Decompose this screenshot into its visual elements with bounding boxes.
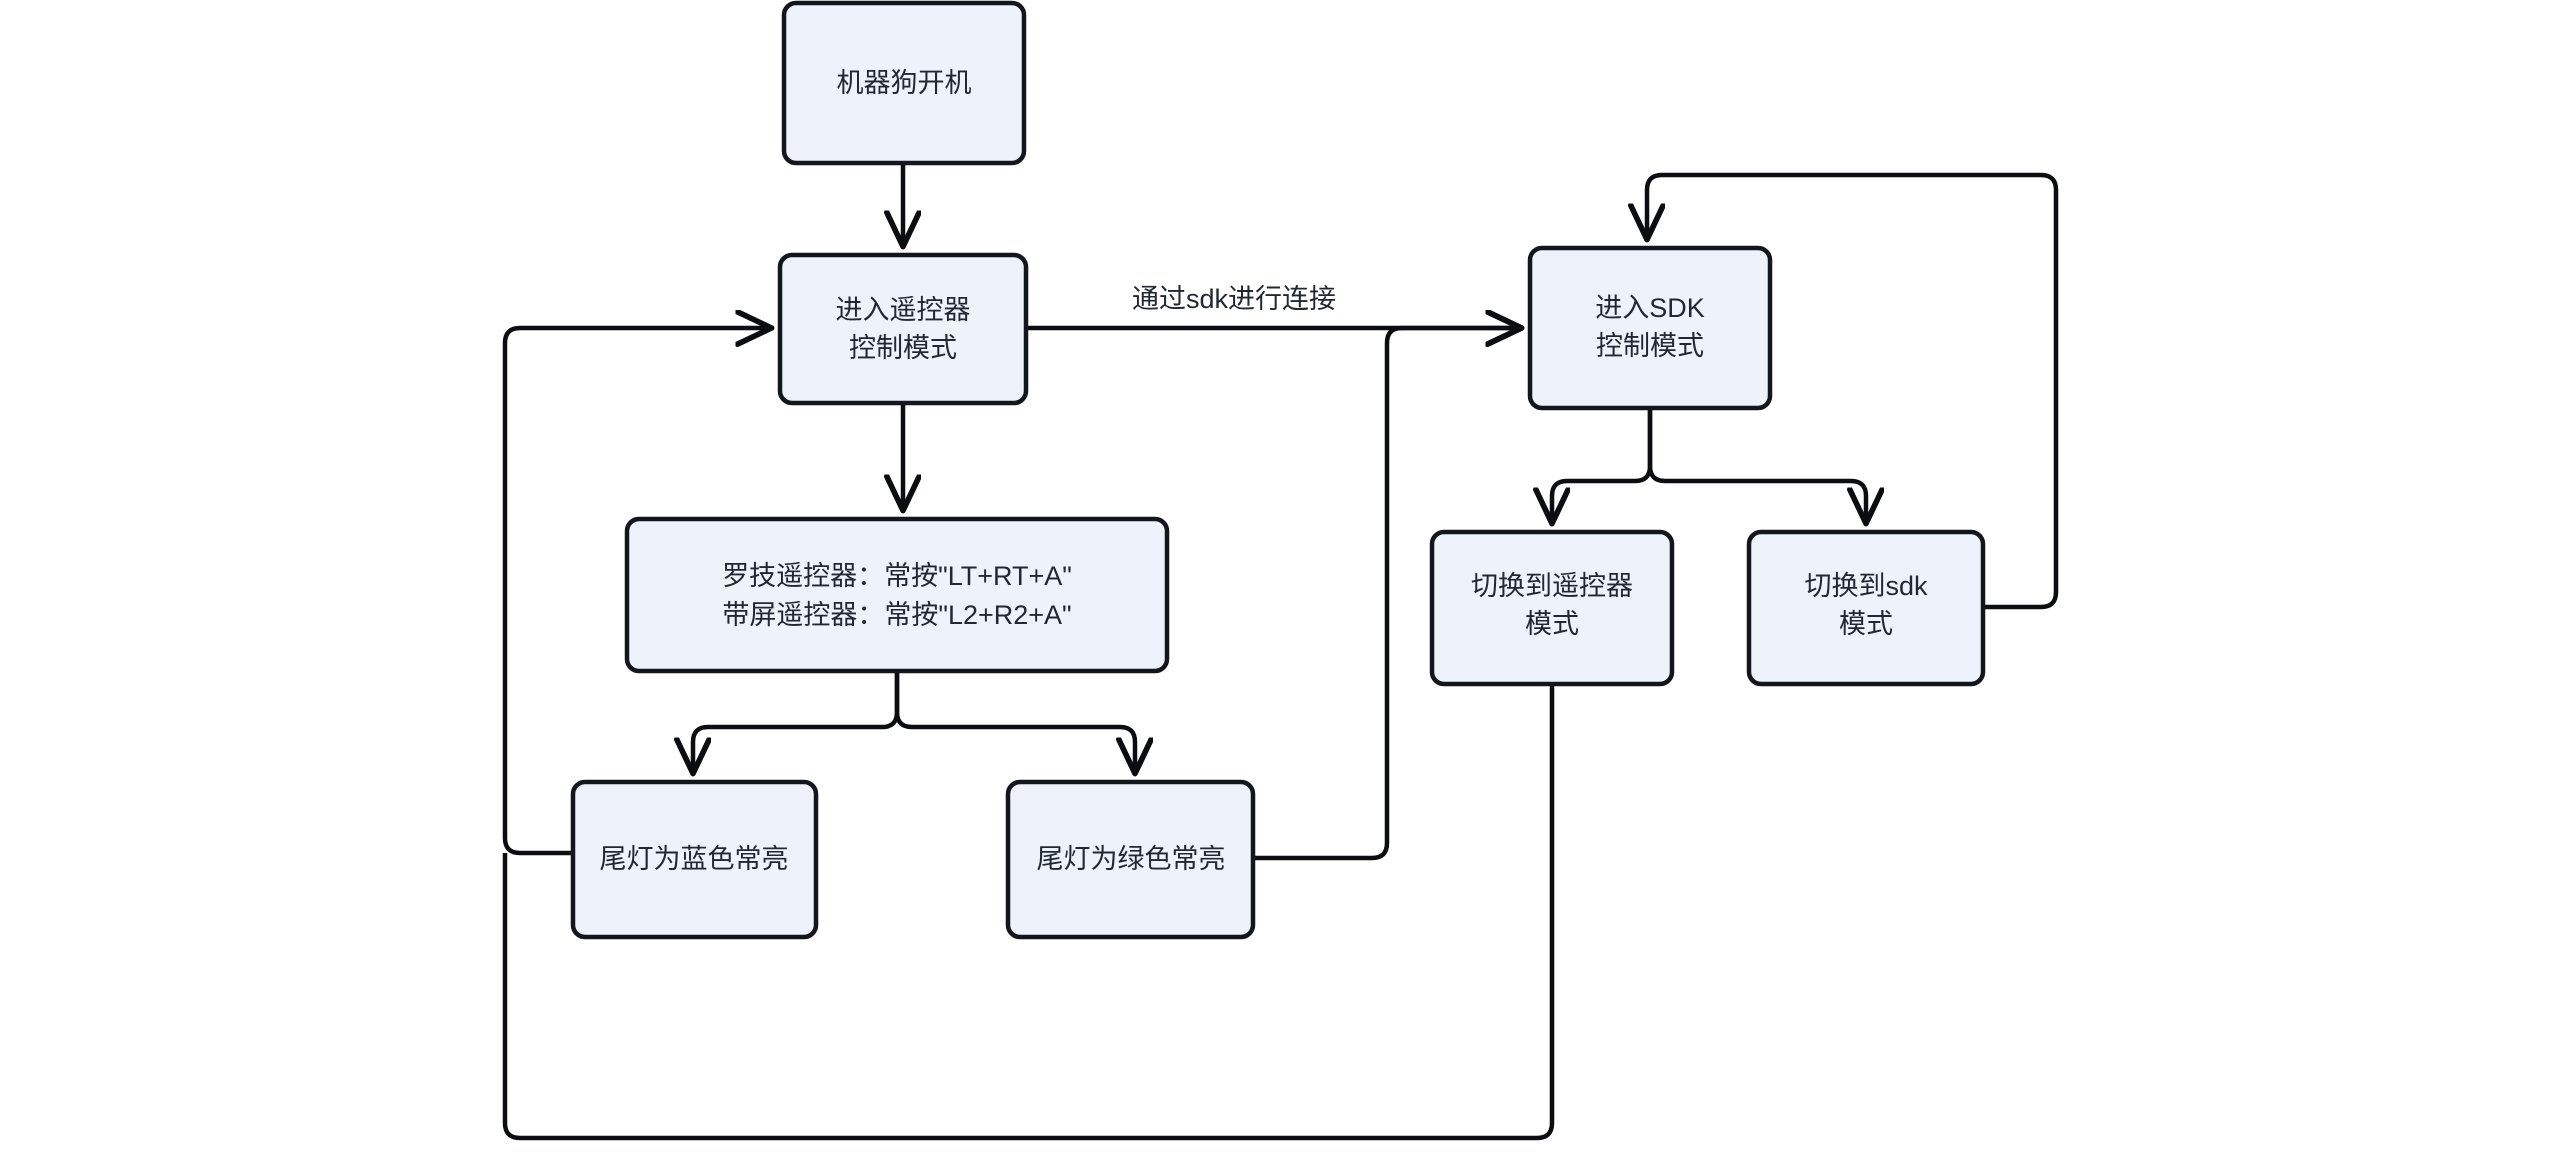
edge-switch-remote-back-to-remote-mode [502, 684, 1555, 1141]
node-sdk-mode[interactable]: 进入SDK 控制模式 [1527, 245, 1773, 411]
node-switch-to-remote-label-line2: 模式 [1525, 609, 1579, 639]
node-tail-light-green[interactable]: 尾灯为绿色常亮 [1005, 779, 1256, 940]
node-tail-light-blue-box[interactable] [570, 779, 819, 940]
node-power-on[interactable]: 机器狗开机 [781, 0, 1027, 166]
edge-label-sdk-connect: 通过sdk进行连接 [1132, 284, 1336, 314]
node-tail-light-green-label: 尾灯为绿色常亮 [1037, 844, 1226, 874]
edge-controller-keys-to-tail-green [894, 671, 1135, 770]
node-switch-to-remote-label-line1: 切换到遥控器 [1471, 571, 1633, 601]
node-remote-mode-box[interactable] [777, 252, 1029, 406]
node-switch-to-sdk-box[interactable] [1746, 529, 1986, 687]
node-remote-mode[interactable]: 进入遥控器 控制模式 [777, 252, 1029, 406]
node-remote-mode-label-line1: 进入遥控器 [836, 295, 971, 325]
node-sdk-mode-label-line1: 进入SDK [1595, 293, 1705, 323]
node-switch-to-remote-box[interactable] [1429, 529, 1675, 687]
node-controller-keys-label-line2: 带屏遥控器：常按"L2+R2+A" [722, 600, 1071, 630]
node-tail-light-blue[interactable]: 尾灯为蓝色常亮 [570, 779, 819, 940]
edge-tail-blue-to-remote-mode-loop [502, 328, 768, 856]
node-sdk-mode-label-line2: 控制模式 [1596, 331, 1704, 361]
node-switch-to-sdk-label-line2: 模式 [1839, 609, 1893, 639]
node-layer: 机器狗开机 进入遥控器 控制模式 进入SDK 控制模式 罗技遥控器：常按"LT+… [570, 0, 1986, 940]
edge-switch-sdk-back-to-sdk-mode [1647, 172, 2059, 610]
edge-label-layer: 通过sdk进行连接 [1132, 284, 1336, 314]
node-switch-to-sdk[interactable]: 切换到sdk 模式 [1746, 529, 1986, 687]
edge-layer [502, 163, 2059, 1141]
edge-tail-green-to-sdk-mode-loop [1253, 328, 1518, 861]
node-controller-keys[interactable]: 罗技遥控器：常按"LT+RT+A" 带屏遥控器：常按"L2+R2+A" [624, 516, 1170, 674]
node-controller-keys-box[interactable] [624, 516, 1170, 674]
node-sdk-mode-box[interactable] [1527, 245, 1773, 411]
edge-sdk-mode-to-switch-remote [1552, 408, 1653, 520]
node-switch-to-remote[interactable]: 切换到遥控器 模式 [1429, 529, 1675, 687]
node-controller-keys-label-line1: 罗技遥控器：常按"LT+RT+A" [722, 561, 1072, 591]
node-switch-to-sdk-label-line1: 切换到sdk [1804, 571, 1928, 601]
node-power-on-label: 机器狗开机 [837, 68, 972, 98]
edge-sdk-mode-to-switch-sdk [1647, 408, 1866, 520]
node-power-on-box[interactable] [781, 0, 1027, 166]
node-tail-light-green-box[interactable] [1005, 779, 1256, 940]
node-tail-light-blue-label: 尾灯为蓝色常亮 [600, 844, 789, 874]
edge-controller-keys-to-tail-blue [693, 671, 900, 770]
node-remote-mode-label-line2: 控制模式 [849, 333, 957, 363]
